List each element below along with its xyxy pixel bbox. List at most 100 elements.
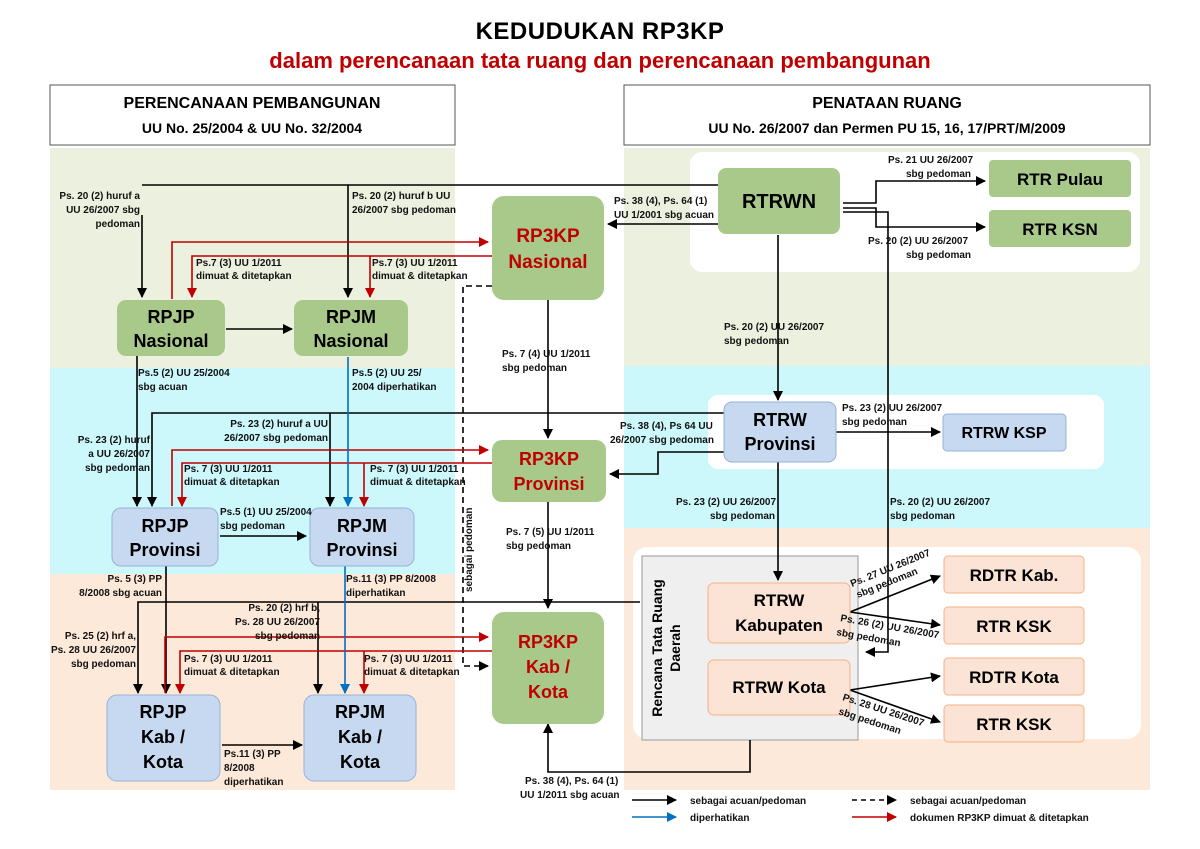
svg-text:8/2008 sbg acuan: 8/2008 sbg acuan <box>79 588 162 599</box>
left-header-line1: PERENCANAAN PEMBANGUNAN <box>124 95 381 112</box>
rpjm-kab-node: RPJM Kab / Kota <box>303 694 417 782</box>
arrow-rtrwprov-rpjpprov <box>147 412 724 507</box>
svg-text:RTRW Kota: RTRW Kota <box>732 678 826 697</box>
rencana-daerah-label: Rencana Tata Ruang Daerah <box>649 579 683 716</box>
svg-text:sbg pedoman: sbg pedoman <box>890 511 955 522</box>
svg-text:pedoman: pedoman <box>96 219 140 230</box>
svg-text:2004 diperhatikan: 2004 diperhatikan <box>352 382 436 393</box>
rpjp-nasional-node: RPJP Nasional <box>117 300 225 356</box>
svg-text:sbg pedoman: sbg pedoman <box>71 659 136 670</box>
rp3kp-nasional-node: RP3KP Nasional <box>492 196 604 300</box>
arrow-kab-rdtr <box>849 574 941 613</box>
svg-text:Ps. 20 (2) huruf a: Ps. 20 (2) huruf a <box>59 191 140 202</box>
rtrw-provinsi-node: RTRW Provinsi <box>723 401 837 463</box>
svg-text:Ps. 20 (2) huruf b UU: Ps. 20 (2) huruf b UU <box>352 191 450 202</box>
svg-text:RDTR Kota: RDTR Kota <box>969 668 1059 687</box>
arrow-rtrwn-pulau <box>843 176 986 204</box>
right-header-line2: UU No. 26/2007 dan Permen PU 15, 16, 17/… <box>708 120 1065 136</box>
rtr-pulau-node: RTR Pulau <box>989 160 1131 197</box>
svg-text:UU 1/2001 sbg acuan: UU 1/2001 sbg acuan <box>614 210 714 221</box>
svg-text:Daerah: Daerah <box>667 624 683 671</box>
svg-text:Nasional: Nasional <box>508 252 587 273</box>
svg-text:Provinsi: Provinsi <box>744 434 815 454</box>
rtr-ksk-node-2: RTR KSK <box>943 704 1085 743</box>
legend-red-label: dokumen RP3KP dimuat & ditetapkan <box>910 813 1089 824</box>
svg-text:Ps. 7 (3) UU 1/2011: Ps. 7 (3) UU 1/2011 <box>184 464 273 475</box>
red-rpjpnas-rp3kp <box>171 237 489 299</box>
svg-text:Nasional: Nasional <box>133 331 208 351</box>
svg-text:RPJP: RPJP <box>141 516 188 536</box>
red-to-rpjp-nas <box>187 255 492 298</box>
svg-text:RP3KP: RP3KP <box>519 449 579 469</box>
svg-text:RTR KSN: RTR KSN <box>1022 220 1098 239</box>
svg-text:8/2008: 8/2008 <box>224 763 255 774</box>
svg-text:a UU 26/2007: a UU 26/2007 <box>88 449 150 460</box>
rp3kp-kab-node: RP3KP Kab / Kota <box>492 612 604 724</box>
left-header-line2: UU No. 25/2004 & UU No. 32/2004 <box>142 120 362 136</box>
svg-text:RPJM: RPJM <box>326 307 376 327</box>
legend: sebagai acuan/pedoman diperhatikan sebag… <box>632 795 1089 824</box>
svg-text:Ps. 28 UU 26/2007: Ps. 28 UU 26/2007 <box>235 617 320 628</box>
rpjp-provinsi-node: RPJP Provinsi <box>111 507 219 567</box>
right-header: PENATAAN RUANG UU No. 26/2007 dan Permen… <box>623 84 1151 146</box>
svg-text:Kota: Kota <box>528 682 569 702</box>
legend-solid-label: sebagai acuan/pedoman <box>690 796 806 807</box>
rtrw-kabupaten-node: RTRW Kabupaten <box>707 582 851 644</box>
svg-text:Provinsi: Provinsi <box>326 540 397 560</box>
svg-text:Ps. 20 (2) UU 26/2007: Ps. 20 (2) UU 26/2007 <box>890 497 990 508</box>
rp3kp-provinsi-node: RP3KP Provinsi <box>492 440 606 502</box>
svg-text:dimuat & ditetapkan: dimuat & ditetapkan <box>364 667 460 678</box>
rtrw-ksp-node: RTRW KSP <box>942 413 1067 452</box>
svg-text:Ps.7 (3) UU 1/2011: Ps.7 (3) UU 1/2011 <box>372 258 458 269</box>
svg-text:Ps. 7 (4) UU 1/2011: Ps. 7 (4) UU 1/2011 <box>502 349 591 360</box>
arrow-daerah-rp3kp-kab <box>543 723 751 773</box>
svg-text:RTR KSK: RTR KSK <box>976 715 1052 734</box>
svg-text:sebagai pedoman: sebagai pedoman <box>464 508 475 592</box>
svg-text:Ps. 38 (4), Ps 64 UU: Ps. 38 (4), Ps 64 UU <box>620 421 713 432</box>
svg-text:RPJM: RPJM <box>337 516 387 536</box>
svg-text:sbg pedoman: sbg pedoman <box>710 511 775 522</box>
svg-text:Ps.5 (1) UU 25/2004: Ps.5 (1) UU 25/2004 <box>220 507 312 518</box>
svg-text:Kab /: Kab / <box>141 727 185 747</box>
svg-text:Ps. 23 (2) huruf: Ps. 23 (2) huruf <box>78 435 151 446</box>
svg-text:diperhatikan: diperhatikan <box>346 588 405 599</box>
svg-text:RP3KP: RP3KP <box>518 632 578 652</box>
rtr-ksk-node-1: RTR KSK <box>943 606 1085 645</box>
svg-text:Ps. 38 (4), Ps. 64 (1): Ps. 38 (4), Ps. 64 (1) <box>614 196 707 207</box>
svg-text:RP3KP: RP3KP <box>516 226 580 247</box>
svg-text:Ps. 5 (3) PP: Ps. 5 (3) PP <box>108 574 163 585</box>
svg-text:RDTR Kab.: RDTR Kab. <box>970 566 1059 585</box>
svg-text:Ps. 20 (2) UU 26/2007: Ps. 20 (2) UU 26/2007 <box>724 322 824 333</box>
svg-text:Kota: Kota <box>340 752 381 772</box>
svg-text:Ps. 20 (2) hrf b,: Ps. 20 (2) hrf b, <box>248 603 320 614</box>
svg-text:Ps.7 (3) UU 1/2011: Ps.7 (3) UU 1/2011 <box>196 258 282 269</box>
svg-text:RTRW: RTRW <box>753 410 807 430</box>
svg-text:sbg pedoman: sbg pedoman <box>506 541 571 552</box>
svg-text:Ps. 7 (3) UU 1/2011: Ps. 7 (3) UU 1/2011 <box>364 654 453 665</box>
svg-text:UU 26/2007 sbg: UU 26/2007 sbg <box>66 205 140 216</box>
svg-text:Rencana Tata Ruang: Rencana Tata Ruang <box>649 579 665 716</box>
svg-text:RPJP: RPJP <box>139 702 186 722</box>
arrow-kota-rdtr <box>849 672 941 691</box>
svg-text:sbg acuan: sbg acuan <box>138 382 187 393</box>
svg-text:Ps. 20 (2) UU 26/2007: Ps. 20 (2) UU 26/2007 <box>868 236 968 247</box>
svg-text:dimuat & ditetapkan: dimuat & ditetapkan <box>372 271 468 282</box>
left-header: PERENCANAAN PEMBANGUNAN UU No. 25/2004 &… <box>49 84 456 146</box>
svg-text:dimuat & ditetapkan: dimuat & ditetapkan <box>370 477 466 488</box>
svg-text:sbg pedoman: sbg pedoman <box>906 250 971 261</box>
arrow-rtrwprov-rp3kp <box>609 451 724 479</box>
svg-text:RPJP: RPJP <box>147 307 194 327</box>
svg-text:sbg pedoman: sbg pedoman <box>724 336 789 347</box>
svg-text:sbg pedoman: sbg pedoman <box>220 521 285 532</box>
svg-text:Ps. 7 (3) UU 1/2011: Ps. 7 (3) UU 1/2011 <box>184 654 273 665</box>
red-to-rpjp-kab <box>175 650 492 694</box>
svg-text:Ps. 23 (2) UU 26/2007: Ps. 23 (2) UU 26/2007 <box>842 403 942 414</box>
svg-text:RTRW KSP: RTRW KSP <box>961 425 1046 442</box>
svg-text:Provinsi: Provinsi <box>513 474 584 494</box>
connectors <box>132 176 986 773</box>
red-rpjpprov-rp3kp <box>171 445 489 506</box>
svg-text:UU 1/2011 sbg acuan: UU 1/2011 sbg acuan <box>520 790 620 801</box>
svg-text:Nasional: Nasional <box>313 331 388 351</box>
svg-text:Ps. 28 UU 26/2007: Ps. 28 UU 26/2007 <box>51 645 136 656</box>
svg-text:RTR KSK: RTR KSK <box>976 617 1052 636</box>
